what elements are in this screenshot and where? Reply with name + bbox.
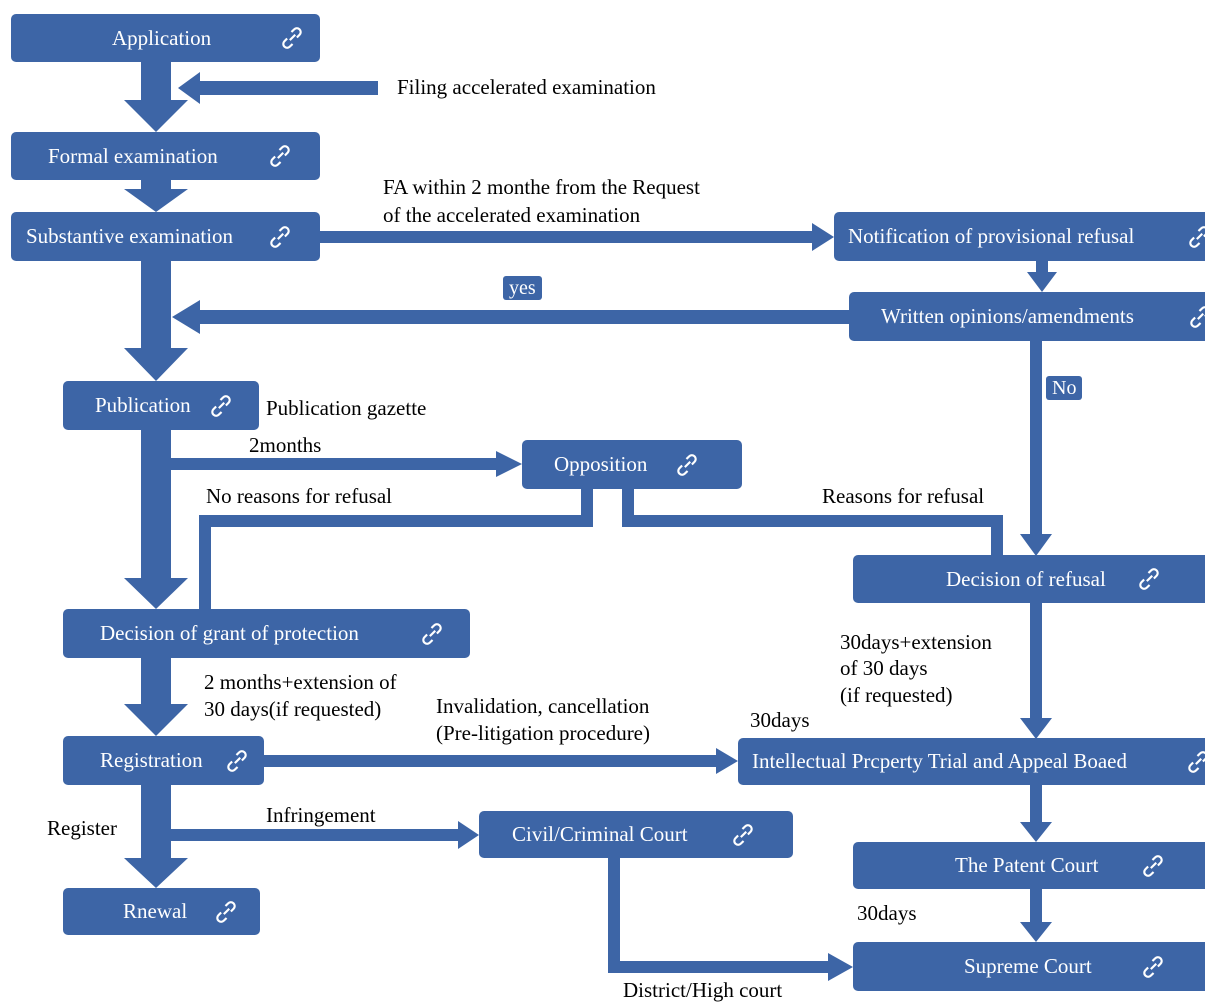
yes-tag: yes <box>503 276 542 300</box>
district-high-court-label: District/High court <box>623 978 783 1002</box>
link-icon[interactable] <box>213 899 239 925</box>
arrow-filing-accelerated <box>178 72 378 104</box>
reasons-refusal-label: Reasons for refusal <box>822 484 985 508</box>
decision-of-grant-node[interactable]: Decision of grant of protection <box>63 609 470 658</box>
arrow-civil-to-supreme <box>608 858 853 981</box>
publication-gazette-label: Publication gazette <box>266 396 427 420</box>
node-label: Formal examination <box>48 143 218 168</box>
node-label: Decision of grant of protection <box>100 621 359 645</box>
link-icon[interactable] <box>1136 566 1162 592</box>
fa-label-line1: FA within 2 monthe from the Request <box>383 175 700 199</box>
arrow-notification-to-written <box>1027 261 1057 292</box>
registration-node[interactable]: Registration <box>63 736 264 785</box>
arrow-registration-to-board <box>264 748 738 774</box>
node-label: Rnewal <box>123 899 188 923</box>
arrow-publication-to-opposition <box>171 451 522 477</box>
infringement-label: Infringement <box>266 803 376 827</box>
link-icon[interactable] <box>224 748 250 774</box>
link-icon[interactable] <box>267 143 293 169</box>
two-months-label: 2months <box>249 433 322 457</box>
arrow-board-to-patent-court <box>1020 785 1052 842</box>
refusal-appeal-label-line3: (if requested) <box>840 683 953 707</box>
node-label: Intellectual Prcperty Trial and Appeal B… <box>752 749 1127 773</box>
grant-period-label-line1: 2 months+extension of <box>204 670 397 694</box>
arrow-substantive-to-notification <box>320 223 834 251</box>
node-label: Written opinions/amendments <box>881 304 1134 328</box>
refusal-appeal-label-line2: of 30 days <box>840 656 928 680</box>
arrow-registration-to-renewal <box>124 785 188 888</box>
arrow-formal-to-substantive <box>124 180 188 212</box>
arrow-grant-to-registration <box>124 658 188 736</box>
link-icon[interactable] <box>1140 954 1166 980</box>
node-label: Decision of refusal <box>946 566 1106 591</box>
node-label: Civil/Criminal Court <box>512 822 688 846</box>
no-reasons-refusal-label: No reasons for refusal <box>206 484 393 508</box>
arrow-written-to-refusal <box>1020 341 1052 556</box>
written-opinions-node[interactable]: Written opinions/amendments <box>849 292 1205 341</box>
node-label: Publication <box>95 393 191 417</box>
formal-examination-node[interactable]: Formal examination <box>11 132 320 180</box>
fa-label-line2: of the accelerated examination <box>383 203 641 227</box>
node-label: Opposition <box>554 452 648 476</box>
link-icon[interactable] <box>279 25 305 51</box>
link-icon[interactable] <box>1140 853 1166 879</box>
arrow-opposition-to-grant <box>199 489 593 609</box>
arrow-patent-to-supreme <box>1020 889 1052 942</box>
decision-of-refusal-node[interactable]: Decision of refusal <box>853 555 1205 603</box>
link-icon[interactable] <box>1187 304 1205 330</box>
node-label: Substantive examination <box>26 224 234 248</box>
node-label: Notification of provisional refusal <box>848 224 1135 248</box>
register-label: Register <box>47 816 117 840</box>
arrow-registration-to-civil <box>171 821 479 849</box>
substantive-examination-node[interactable]: Substantive examination <box>11 212 320 261</box>
link-icon[interactable] <box>419 621 445 647</box>
link-icon[interactable] <box>208 393 234 419</box>
ip-trial-board-node[interactable]: Intellectual Prcperty Trial and Appeal B… <box>738 738 1205 785</box>
filing-accelerated-label: Filing accelerated examination <box>397 75 656 99</box>
link-icon[interactable] <box>267 224 293 250</box>
node-label: The Patent Court <box>955 853 1099 877</box>
link-icon[interactable] <box>674 452 700 478</box>
link-icon[interactable] <box>730 822 756 848</box>
node-label: Registration <box>100 748 203 772</box>
application-node[interactable]: Application <box>11 14 320 62</box>
renewal-node[interactable]: Rnewal <box>63 888 260 935</box>
arrow-opposition-to-refusal <box>622 489 1003 555</box>
link-icon[interactable] <box>1186 224 1205 250</box>
arrow-refusal-to-board <box>1020 603 1052 739</box>
opposition-node[interactable]: Opposition <box>522 440 742 489</box>
invalidation-label-line2: (Pre-litigation procedure) <box>436 721 650 745</box>
link-icon[interactable] <box>1185 749 1205 775</box>
thirty-days-supreme-label: 30days <box>857 901 917 925</box>
arrow-application-to-formal <box>124 62 188 132</box>
notification-provisional-refusal-node[interactable]: Notification of provisional refusal <box>834 212 1205 261</box>
thirty-days-board-label: 30days <box>750 708 810 732</box>
civil-criminal-court-node[interactable]: Civil/Criminal Court <box>479 811 793 858</box>
arrow-publication-to-grant <box>124 430 188 609</box>
node-label: Supreme Court <box>964 954 1092 978</box>
no-tag: No <box>1046 376 1083 400</box>
refusal-appeal-label-line1: 30days+extension <box>840 630 992 654</box>
grant-period-label-line2: 30 days(if requested) <box>204 697 382 721</box>
supreme-court-node[interactable]: Supreme Court <box>853 942 1205 991</box>
patent-court-node[interactable]: The Patent Court <box>853 842 1205 889</box>
publication-node[interactable]: Publication <box>63 381 259 430</box>
arrow-written-to-main <box>172 300 849 334</box>
arrow-substantive-to-publication <box>124 261 188 381</box>
node-label: Application <box>112 25 212 50</box>
invalidation-label-line1: Invalidation, cancellation <box>436 694 650 718</box>
